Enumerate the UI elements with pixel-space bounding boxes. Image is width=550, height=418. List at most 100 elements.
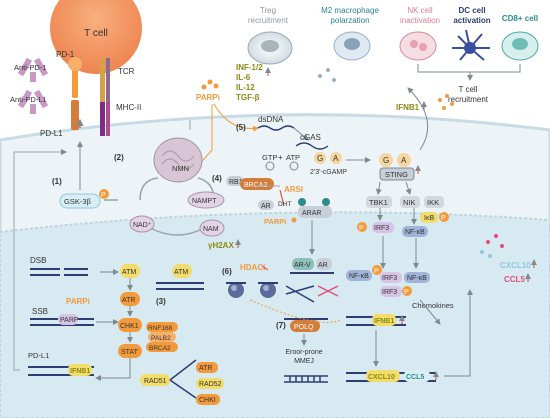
sting-g bbox=[379, 153, 393, 167]
arsi-label: ARSI bbox=[284, 185, 303, 194]
dht-label: DHT bbox=[278, 201, 291, 208]
pdl1-molecule bbox=[71, 100, 79, 130]
ikk-label: IKK bbox=[427, 198, 439, 207]
atr-label-2: ATR bbox=[199, 365, 212, 372]
nampt-label: NAMPT bbox=[192, 198, 217, 205]
cd8-label: CD8+ cell bbox=[502, 14, 538, 23]
svg-text:TGF-β: TGF-β bbox=[236, 93, 260, 102]
nik-label: NIK bbox=[403, 198, 416, 207]
svg-text:PALB2: PALB2 bbox=[151, 335, 171, 342]
tcr-receptor-b bbox=[106, 58, 110, 102]
sting-label: STING bbox=[385, 170, 408, 179]
parpi-dots-top bbox=[201, 79, 219, 90]
parpi-top-label: PARPi bbox=[196, 93, 220, 102]
nik-box bbox=[400, 196, 420, 208]
step-4-label: (4) bbox=[212, 174, 222, 183]
step-5-label: (5) bbox=[236, 123, 246, 132]
svg-text:A: A bbox=[333, 154, 339, 163]
svg-text:P: P bbox=[441, 215, 446, 222]
tbk1-label: TBK1 bbox=[369, 198, 388, 207]
nucleosome-left bbox=[226, 282, 246, 298]
nad-label: NAD⁺ bbox=[133, 222, 152, 229]
gh2ax-label: γH2AX bbox=[208, 241, 234, 250]
nucleosome-right bbox=[258, 282, 278, 298]
sting-protein bbox=[379, 167, 415, 181]
svg-text:P: P bbox=[101, 192, 106, 199]
ifnb1-mid-label: IFNB1 bbox=[374, 318, 394, 325]
nam-label: NAM bbox=[203, 226, 219, 233]
svg-text:BRCA2: BRCA2 bbox=[149, 345, 171, 352]
sting-a bbox=[397, 153, 411, 167]
cd8-cell bbox=[501, 31, 539, 61]
tcr-receptor bbox=[100, 58, 105, 102]
hr-complex: RNF168 PALB2 BRCA2 bbox=[146, 322, 178, 352]
step-2-label: (2) bbox=[114, 153, 124, 162]
ifnb1-bottom-label: IFNB1 bbox=[70, 368, 90, 375]
gsk-box bbox=[59, 193, 101, 209]
chk1-label: CHK1 bbox=[120, 323, 139, 330]
nucleus bbox=[0, 211, 550, 418]
ikb-label: IκB bbox=[424, 215, 434, 222]
atm-label: ATM bbox=[122, 269, 136, 276]
parp-label: PARP bbox=[60, 317, 79, 324]
pdl1-label: PD-L1 bbox=[40, 129, 63, 138]
pd1-receptor bbox=[72, 64, 78, 98]
step-7-label: (7) bbox=[276, 321, 286, 330]
svg-text:IL-12: IL-12 bbox=[236, 83, 255, 92]
rad52-label: RAD52 bbox=[199, 381, 222, 388]
ifnb1-top-label: IFNB1 bbox=[396, 103, 420, 112]
anti-pd1-antibody bbox=[17, 57, 49, 82]
chki-label: CHKI bbox=[199, 397, 216, 404]
svg-text:P: P bbox=[374, 268, 379, 275]
mhc2-label: MHC-II bbox=[116, 103, 141, 112]
g-nucleotide bbox=[314, 152, 326, 164]
dsdna-label: dsDNA bbox=[258, 115, 284, 124]
nfkb-label-top: NF-κB bbox=[405, 229, 425, 236]
nfkb-box-top bbox=[402, 226, 428, 237]
cgas-enzyme bbox=[295, 142, 329, 150]
parpi-mid-label: PARPi bbox=[264, 217, 286, 226]
anti-pdl1-label: Anti-PD-L1 bbox=[10, 95, 47, 104]
ccl5-right-label: CCL5 bbox=[504, 275, 525, 284]
treg-cell bbox=[247, 31, 293, 65]
atm-label-2: ATM bbox=[174, 269, 188, 276]
svg-text:A: A bbox=[401, 156, 407, 165]
svg-text:IL-6: IL-6 bbox=[236, 73, 251, 82]
cgas-label: cGAS bbox=[300, 133, 321, 142]
tcr-label: TCR bbox=[118, 67, 135, 76]
dc-cell bbox=[452, 29, 490, 61]
cgamp-label: 2'3'-cGAMP bbox=[310, 169, 347, 176]
arv-label: AR-V bbox=[294, 262, 311, 269]
hdaci-label: HDACi bbox=[240, 263, 265, 272]
svg-text:RNF168: RNF168 bbox=[148, 325, 173, 332]
irf3-box-top bbox=[372, 222, 394, 233]
m2-macrophage-cell bbox=[333, 31, 371, 61]
atp-label: ATP bbox=[286, 153, 300, 162]
atr-label: ATR bbox=[122, 297, 135, 304]
svg-text:G: G bbox=[317, 154, 323, 163]
rad51-label: RAD51 bbox=[144, 378, 167, 385]
nfkb-label-nuc: NF-κB bbox=[349, 273, 369, 280]
nk-cell bbox=[399, 31, 437, 61]
anti-pd1-label: Anti-PD-1 bbox=[14, 63, 47, 72]
irf3-label-top: IRF3 bbox=[374, 225, 389, 232]
nfkb-label-nuc2: NF-κB bbox=[407, 275, 427, 282]
step-3-label: (3) bbox=[156, 297, 166, 306]
nmn-label: NMN bbox=[172, 164, 189, 173]
svg-text:INF-1/2: INF-1/2 bbox=[236, 63, 263, 72]
stat-label: STAT bbox=[121, 349, 139, 356]
pdl1-bottom-label: PD-L1 bbox=[28, 351, 49, 360]
irf3-label-nuc2: IRF3 bbox=[382, 289, 397, 296]
cxcl10-right-label: CXCL10 bbox=[500, 261, 531, 270]
mmej-dna bbox=[284, 375, 328, 383]
step-1-label: (1) bbox=[52, 177, 62, 186]
brca2-label: BRCA2 bbox=[244, 182, 267, 189]
tbk1-box bbox=[366, 196, 392, 208]
svg-text:G: G bbox=[383, 156, 389, 165]
